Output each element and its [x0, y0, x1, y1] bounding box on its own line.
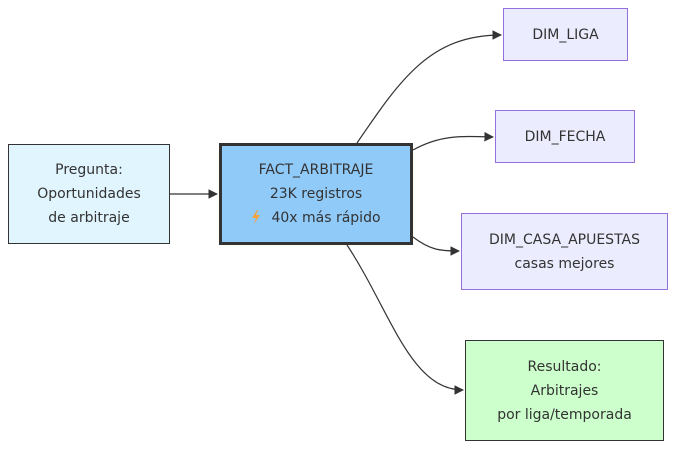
dim-liga-label: DIM_LIGA [532, 26, 599, 43]
fact-record-count: 23K registros [269, 186, 363, 202]
dim-casa-apuestas-node: DIM_CASA_APUESTAS casas mejores [461, 213, 668, 290]
edge-fact-to-result [346, 244, 464, 395]
question-line-1: Pregunta: [55, 162, 123, 178]
question-node: Pregunta: Oportunidades de arbitraje [8, 144, 170, 244]
lightning-bolt-icon [251, 206, 261, 230]
question-line-3: de arbitraje [48, 210, 130, 226]
fact-speed-row: 40x más rápido [251, 206, 381, 230]
edge-fact-to-dim-fecha [412, 131, 494, 151]
dim-liga-node: DIM_LIGA [503, 8, 628, 61]
dim-casa-subtitle: casas mejores [514, 255, 615, 272]
fact-title: FACT_ARBITRAJE [258, 162, 374, 178]
question-line-2: Oportunidades [37, 186, 141, 202]
result-line-1: Resultado: [527, 358, 602, 375]
fact-arbitraje-node: FACT_ARBITRAJE 23K registros 40x más ráp… [219, 143, 413, 245]
result-node: Resultado: Arbitrajes por liga/temporada [465, 340, 664, 441]
result-line-3: por liga/temporada [497, 406, 632, 423]
dim-fecha-label: DIM_FECHA [524, 128, 606, 145]
edge-fact-to-dim-liga [356, 30, 502, 144]
edge-fact-to-dim-casa [412, 236, 460, 256]
fact-speed-text: 40x más rápido [271, 210, 381, 226]
dim-casa-title: DIM_CASA_APUESTAS [489, 231, 640, 248]
dim-fecha-node: DIM_FECHA [495, 110, 635, 163]
result-line-2: Arbitrajes [530, 382, 599, 399]
